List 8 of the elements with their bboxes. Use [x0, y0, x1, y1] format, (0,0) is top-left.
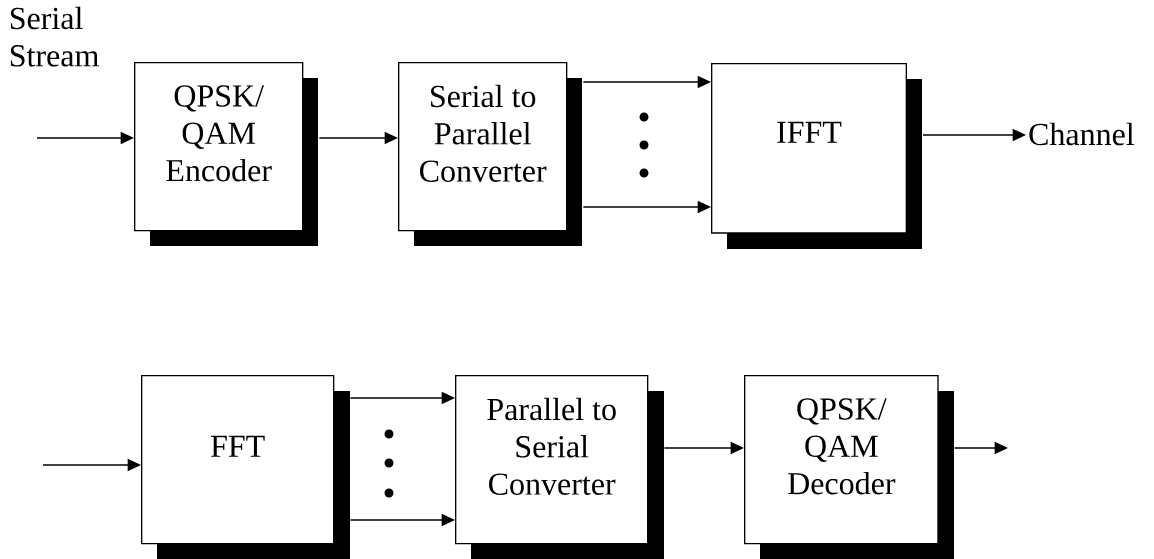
- input-label: Serial Stream: [10, 6, 99, 67]
- block: QPSK/ QAM Decoder: [744, 375, 954, 559]
- block: IFFT: [711, 63, 922, 249]
- block: Serial to Parallel Converter: [398, 62, 582, 246]
- block: QPSK/ QAM Encoder: [134, 62, 318, 246]
- block: FFT: [141, 375, 350, 559]
- channel-label: Channel: [1029, 122, 1135, 146]
- block: Parallel to Serial Converter: [455, 375, 664, 559]
